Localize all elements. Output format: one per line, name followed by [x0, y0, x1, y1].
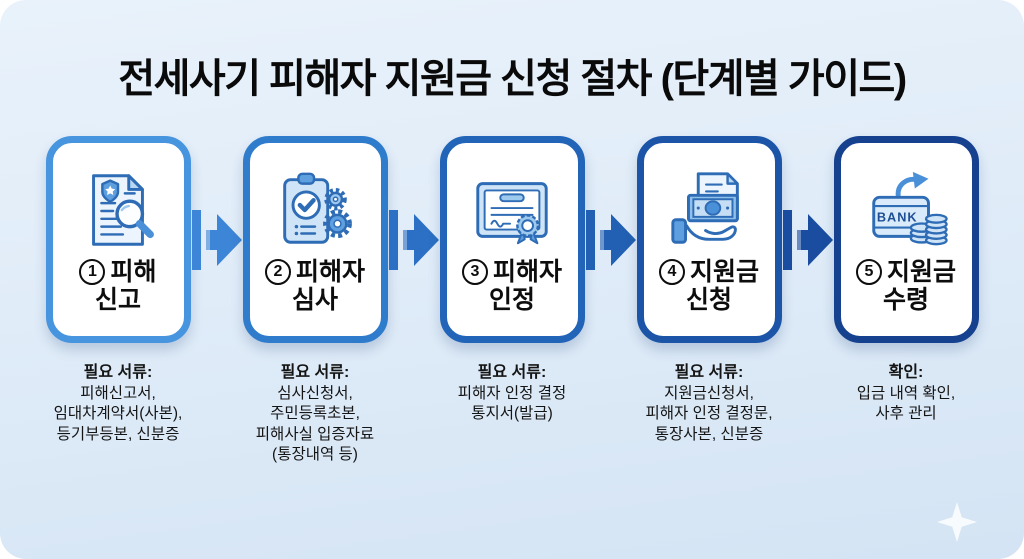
right-arrow-icon	[782, 209, 833, 270]
docs-line: 피해자 인정 결정문,	[645, 405, 773, 423]
step-docs-4: 필요 서류: 지원금신청서, 피해자 인정 결정문, 통장사본, 신분증	[608, 358, 810, 445]
step-number-badge: 1	[79, 258, 106, 285]
docs-line: 심사신청서,	[277, 385, 353, 402]
docs-heading: 필요 서류:	[477, 364, 547, 381]
arrow-1	[191, 136, 243, 343]
clipboard-check-gears-icon	[283, 172, 352, 244]
step-column-4: 4 지원금 신청 필요 서류: 지원금신청서, 피해자 인정 결정문, 통장사본…	[636, 136, 782, 445]
step-number-badge: 2	[264, 258, 291, 285]
bank-coins-arrow-icon: BANK	[872, 171, 948, 245]
docs-heading: 확인:	[888, 364, 924, 381]
step-label-line1: 피해자	[295, 257, 365, 286]
step-label-line1: 지원금	[886, 257, 956, 286]
page-title: 전세사기 피해자 지원금 신청 절차 (단계별 가이드)	[118, 57, 907, 101]
step-label-line2: 인정	[488, 285, 535, 314]
right-arrow-icon	[585, 209, 636, 270]
step-box-3: 3 피해자 인정	[439, 136, 585, 343]
step-box-2: 2 피해자 심사	[242, 136, 388, 343]
docs-line: 등기부등본, 신분증	[56, 425, 180, 443]
step-docs-1: 필요 서류: 피해신고서, 임대차계약서(사본), 등기부등본, 신분증	[17, 358, 219, 445]
docs-line: 통장사본, 신분증	[654, 425, 764, 443]
right-arrow-icon	[388, 209, 439, 270]
step-label-line1: 지원금	[689, 257, 759, 286]
report-magnifier-icon	[92, 173, 154, 246]
docs-line: 피해자 인정 결정	[457, 385, 567, 402]
docs-line: 임대차계약서(사본),	[53, 405, 183, 423]
step-number-badge: 3	[461, 258, 488, 285]
step-column-3: 3 피해자 인정 필요 서류: 피해자 인정 결정 통지서(발급)	[439, 136, 585, 425]
step-docs-3: 필요 서류: 피해자 인정 결정 통지서(발급)	[411, 358, 613, 425]
step-label: 2 피해자 심사	[264, 257, 365, 314]
arrow-4	[782, 136, 834, 343]
bank-card-text: BANK	[877, 209, 918, 224]
docs-line: (통장내역 등)	[272, 446, 358, 464]
process-flow: 1 피해 신고 필요 서류: 피해신고서, 임대차계약서(사본), 등기부등본,…	[0, 136, 1024, 466]
step-label: 5 지원금 수령	[855, 257, 956, 314]
step-box-5: BANK	[833, 136, 979, 343]
step-column-5: BANK	[833, 136, 979, 425]
step-label-line2: 수령	[882, 285, 929, 314]
step-label-line2: 신청	[685, 285, 732, 314]
step-box-1: 1 피해 신고	[45, 136, 191, 343]
step-label-line1: 피해	[110, 257, 157, 286]
arrow-3	[585, 136, 637, 343]
step-column-1: 1 피해 신고 필요 서류: 피해신고서, 임대차계약서(사본), 등기부등본,…	[45, 136, 191, 445]
docs-line: 통지서(발급)	[471, 405, 553, 423]
arrow-2	[388, 136, 440, 343]
step-docs-2: 필요 서류: 심사신청서, 주민등록초본, 피해사실 입증자료 (통장내역 등)	[214, 358, 416, 466]
step-number-badge: 4	[658, 258, 685, 285]
docs-line: 입금 내역 확인,	[856, 385, 956, 402]
step-label-line2: 신고	[94, 285, 141, 314]
step-label: 1 피해 신고	[79, 257, 157, 314]
docs-heading: 필요 서류:	[280, 364, 350, 381]
docs-heading: 필요 서류:	[674, 364, 744, 381]
right-arrow-icon	[191, 209, 242, 270]
docs-line: 사후 관리	[875, 405, 937, 423]
step-label-line1: 피해자	[492, 257, 562, 286]
step-number-badge: 5	[855, 258, 882, 285]
step-docs-5: 확인: 입금 내역 확인, 사후 관리	[805, 358, 1007, 425]
hand-money-icon	[671, 171, 739, 244]
docs-line: 주민등록초본,	[270, 405, 360, 423]
step-label: 4 지원금 신청	[658, 257, 759, 314]
step-column-2: 2 피해자 심사 필요 서류: 심사신청서, 주민등록초본, 피해사실 입증자료…	[242, 136, 388, 466]
step-label: 3 피해자 인정	[461, 257, 562, 314]
certificate-icon	[476, 181, 548, 244]
docs-line: 피해신고서,	[80, 385, 156, 402]
step-box-4: 4 지원금 신청	[636, 136, 782, 343]
step-label-line2: 심사	[291, 285, 338, 314]
docs-line: 지원금신청서,	[664, 385, 754, 402]
docs-heading: 필요 서류:	[83, 364, 153, 381]
sparkle-icon	[937, 502, 977, 542]
docs-line: 피해사실 입증자료	[255, 425, 375, 443]
